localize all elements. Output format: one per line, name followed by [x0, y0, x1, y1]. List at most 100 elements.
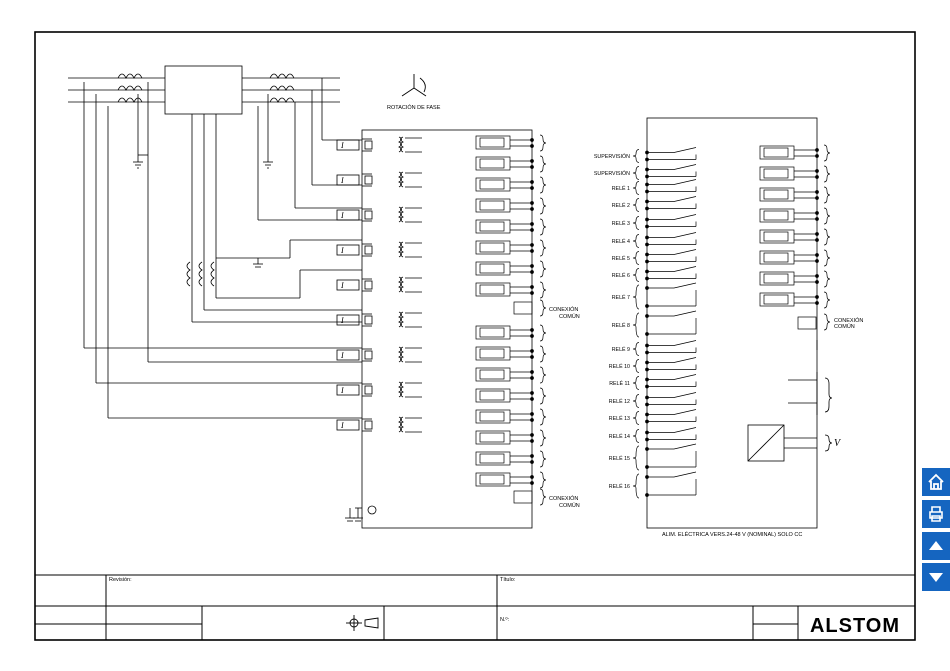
opto-input [759, 144, 831, 162]
opto-input [759, 270, 831, 288]
common-connection-label-2b: COMÚN [559, 502, 580, 509]
relay-label: RELÉ 12 [609, 398, 630, 405]
opto-input [759, 249, 831, 267]
relay-contact: RELÉ 1 [612, 179, 697, 195]
relay-contact: RELÉ 5 [612, 249, 697, 265]
input-channel: I [336, 416, 422, 433]
input-channel: I [336, 206, 422, 223]
relay-contact: SUPERVISIÓN [594, 147, 697, 163]
projection-symbol [346, 615, 379, 631]
input-channel: I [336, 381, 422, 398]
wiring [68, 65, 818, 529]
opto-input [475, 281, 547, 299]
input-channels: I I I I I I I I I [336, 136, 422, 433]
arrow-down-icon [929, 573, 943, 582]
current-symbol: I [340, 421, 344, 430]
opto-input [475, 218, 547, 236]
home-button[interactable] [922, 468, 950, 496]
relay-contact: RELÉ 2 [612, 196, 697, 212]
relay-contact: RELÉ 7 [612, 282, 697, 310]
relay-contact: RELÉ 16 [609, 471, 697, 499]
relay-contact: RELÉ 9 [612, 340, 697, 356]
common-connection-label-3a: CONEXIÓN [834, 317, 863, 324]
opto-input [475, 324, 547, 342]
input-channel: I [336, 136, 422, 153]
common-connection-label-1a: CONEXIÓN [549, 306, 578, 313]
opto-input [475, 176, 547, 194]
input-channel: I [336, 276, 422, 293]
input-channel: I [336, 346, 422, 363]
opto-input [475, 471, 547, 489]
relay-label: SUPERVISIÓN [594, 153, 630, 160]
input-channel: I [336, 311, 422, 328]
relay-contact: RELÉ 15 [609, 443, 697, 471]
scroll-up-button[interactable] [922, 532, 950, 560]
opto-inputs-aux [759, 144, 831, 331]
common-connection-label-1b: COMÚN [559, 313, 580, 320]
relay-label: RELÉ 2 [612, 202, 630, 209]
current-symbol: I [340, 386, 344, 395]
opto-input [475, 155, 547, 173]
opto-input [475, 345, 547, 363]
current-symbol: I [340, 246, 344, 255]
title-label: Título: [500, 577, 516, 583]
relay-label: RELÉ 9 [612, 346, 630, 353]
current-symbol: I [340, 176, 344, 185]
input-channel: I [336, 241, 422, 258]
common-connection-label-2a: CONEXIÓN [549, 495, 578, 502]
relay-label: RELÉ 3 [612, 220, 630, 227]
relay-contact: RELÉ 4 [612, 232, 697, 248]
opto-input [759, 228, 831, 246]
relay-contacts: SUPERVISIÓN SUPERVISIÓN RELÉ 1 RELÉ 2 RELÉ 3… [594, 147, 697, 499]
common-terminal [513, 488, 547, 506]
opto-inputs-main [475, 134, 547, 506]
common-terminal [513, 299, 547, 317]
relay-contact: RELÉ 3 [612, 214, 697, 230]
relay-contact: SUPERVISIÓN [594, 164, 697, 180]
relay-label: RELÉ 10 [609, 363, 630, 370]
relay-contact: RELÉ 6 [612, 266, 697, 282]
phase-rotation-label: ROTACIÓN DE FASE [387, 104, 441, 111]
opto-input [475, 239, 547, 257]
opto-input [475, 366, 547, 384]
print-button[interactable] [922, 500, 950, 528]
common-connection-label-3b: COMÚN [834, 323, 855, 330]
opto-input [475, 387, 547, 405]
alstom-logo: ALSTOM [810, 615, 900, 637]
relay-label: RELÉ 8 [612, 322, 630, 329]
current-symbol: I [340, 351, 344, 360]
relay-label: RELÉ 14 [609, 433, 630, 440]
relay-label: RELÉ 4 [612, 238, 630, 245]
opto-input [759, 165, 831, 183]
relay-label: RELÉ 11 [609, 380, 630, 387]
opto-input [759, 207, 831, 225]
relay-label: RELÉ 1 [612, 185, 630, 192]
current-symbol: I [340, 141, 344, 150]
voltage-symbol: V [834, 438, 842, 449]
relay-label: SUPERVISIÓN [594, 170, 630, 177]
supply-label: ALIM. ELÉCTRICA VERS.24-48 V (NOMINAL) S… [662, 531, 802, 538]
input-channel: I [336, 171, 422, 188]
opto-input [475, 260, 547, 278]
phase-rotation-symbol [401, 74, 427, 97]
relay-label: RELÉ 7 [612, 294, 630, 301]
scroll-down-button[interactable] [922, 563, 950, 591]
home-icon [928, 473, 944, 490]
current-symbol: I [340, 211, 344, 220]
relay-contact: RELÉ 11 [609, 374, 697, 390]
relay-contact: RELÉ 12 [609, 392, 697, 408]
relay-contact: RELÉ 13 [609, 409, 697, 425]
relay-contact: RELÉ 10 [609, 357, 697, 373]
relay-label: RELÉ 5 [612, 255, 630, 262]
revision-label: Revisión: [109, 577, 132, 583]
number-label: N.º: [500, 616, 510, 623]
input-brace [824, 377, 833, 413]
opto-input [475, 450, 547, 468]
opto-input [475, 134, 547, 152]
opto-input [475, 197, 547, 215]
relay-contact: RELÉ 8 [612, 310, 697, 338]
relay-contact: RELÉ 14 [609, 427, 697, 443]
print-icon [929, 506, 943, 522]
opto-input [759, 291, 831, 309]
